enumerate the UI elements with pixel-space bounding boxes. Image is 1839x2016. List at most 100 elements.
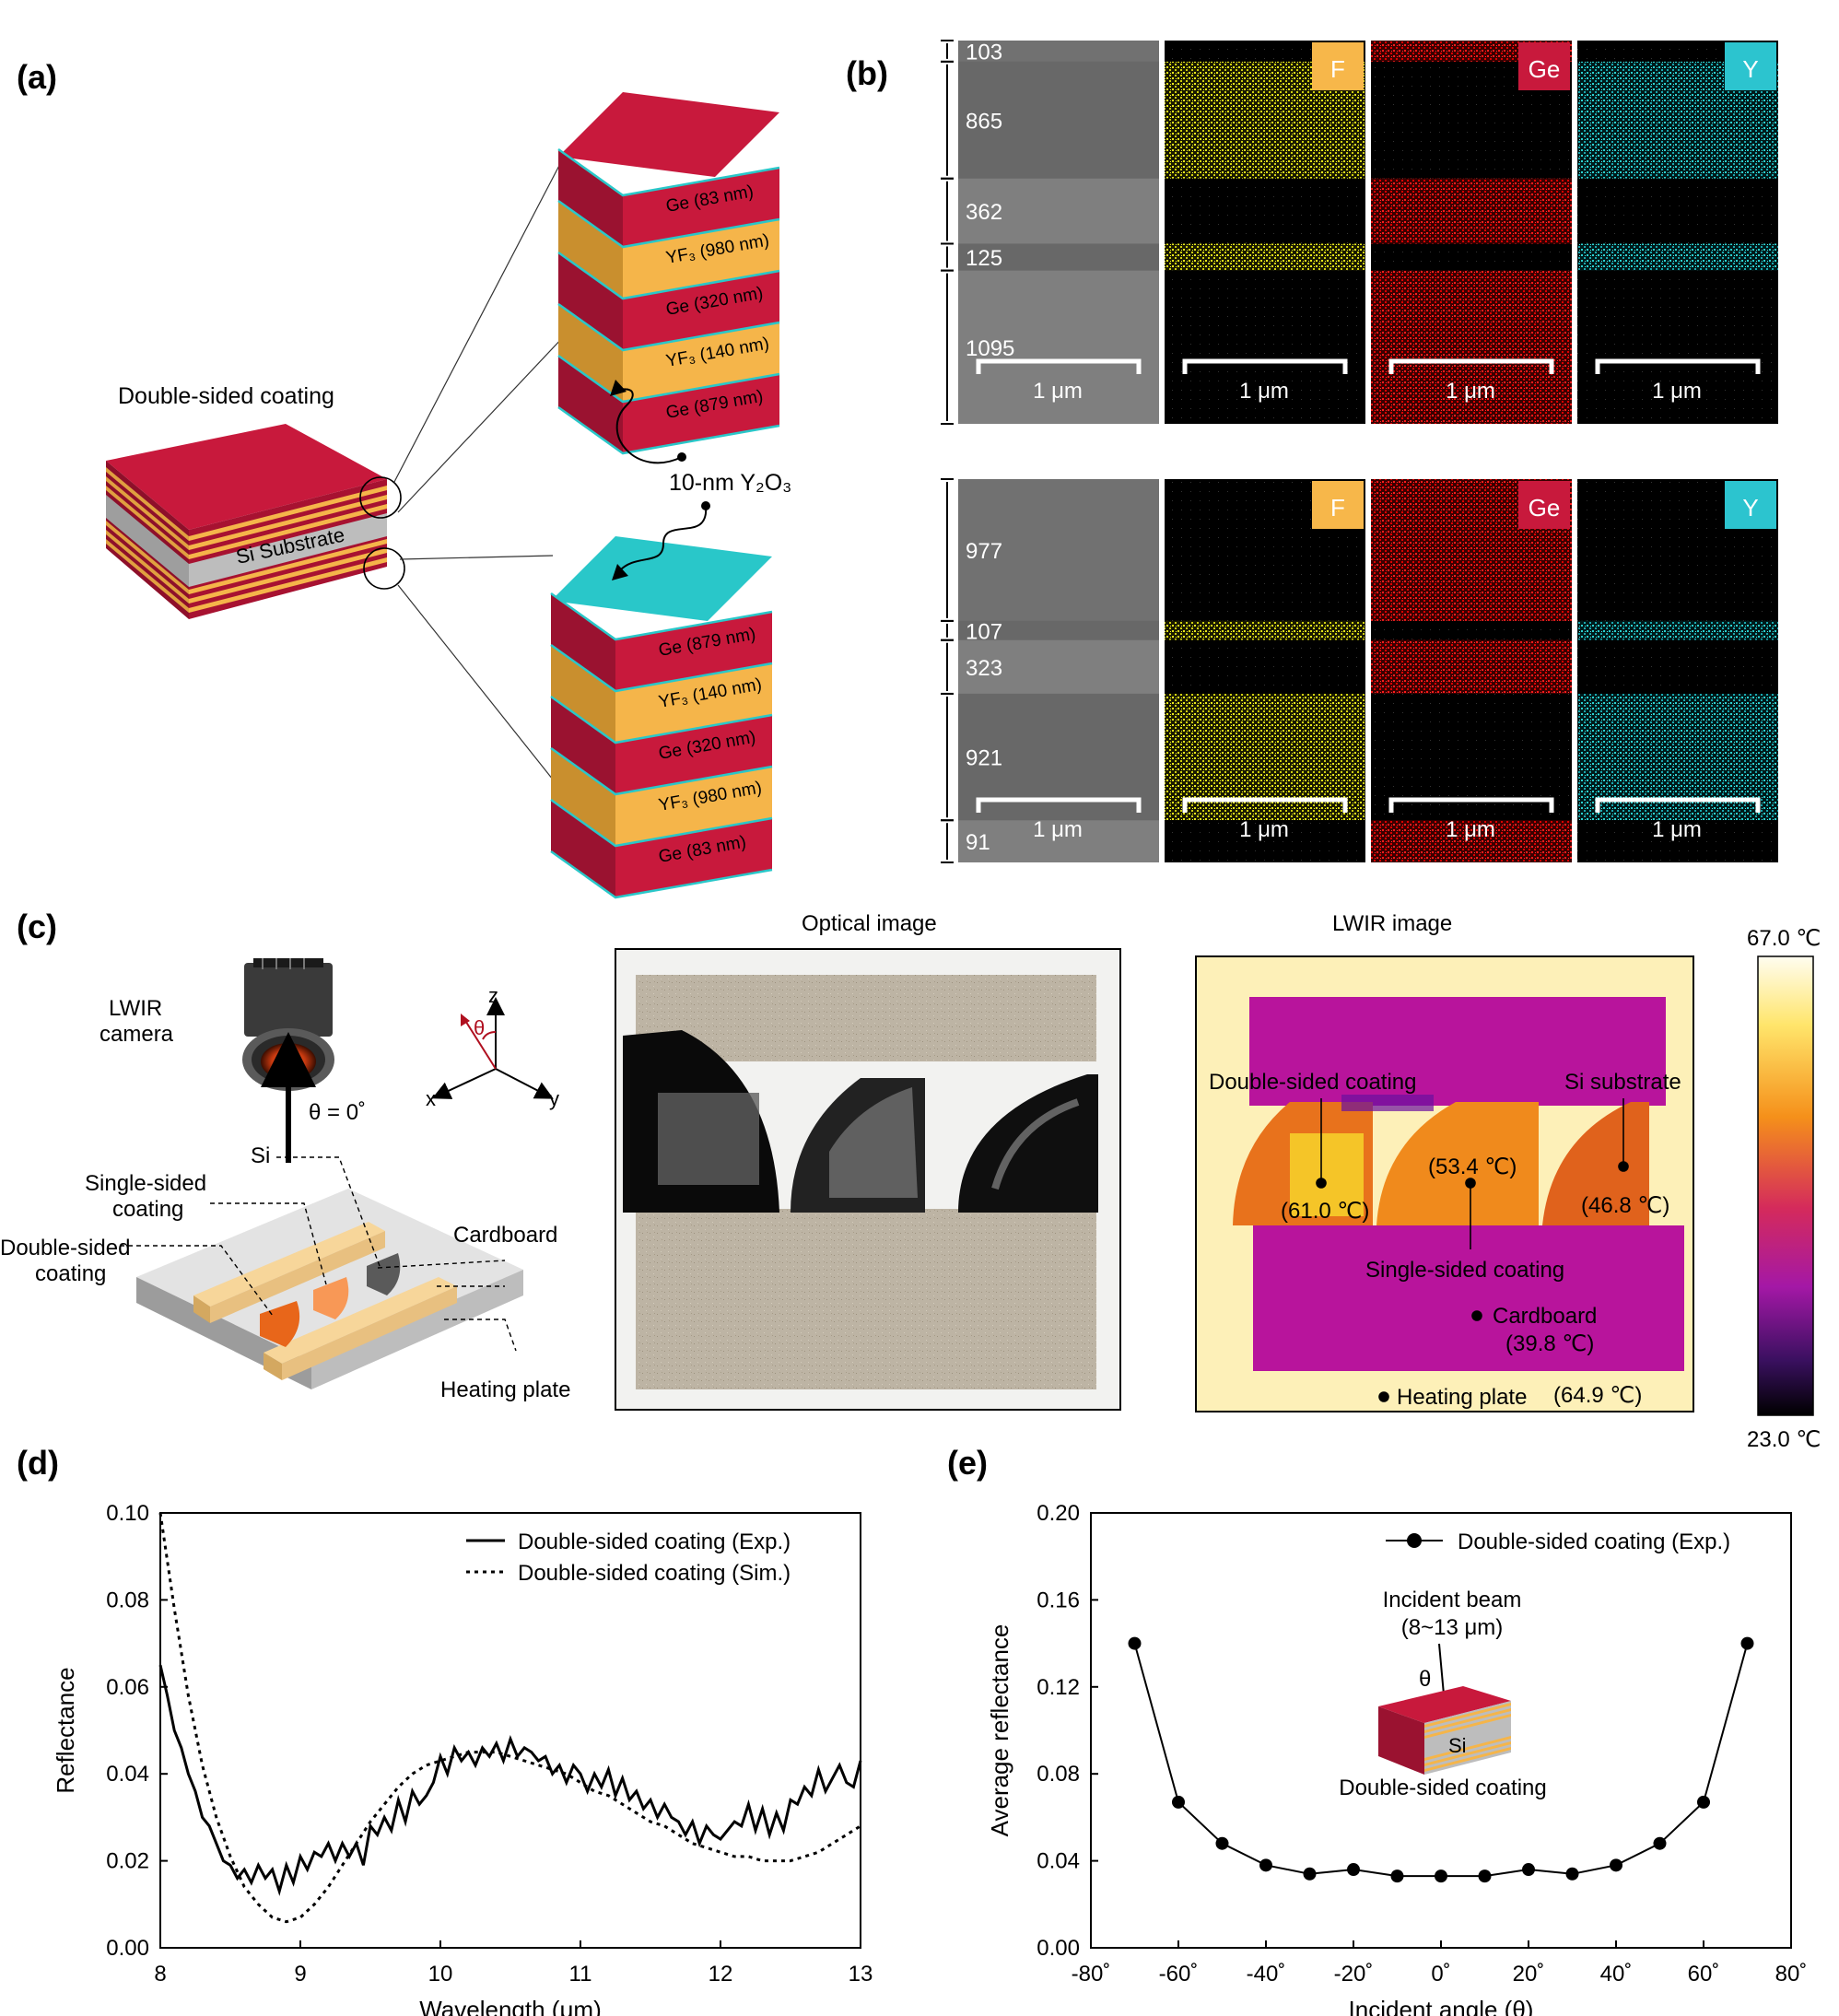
data-point bbox=[1565, 1867, 1579, 1881]
y-tick-label: 0.10 bbox=[106, 1501, 149, 1526]
stack-layer-side bbox=[558, 149, 623, 247]
element-tag-text: Ge bbox=[1529, 494, 1561, 522]
x-tick-label: 40˚ bbox=[1600, 1962, 1633, 1987]
data-point bbox=[1259, 1858, 1272, 1872]
stack-layer bbox=[615, 663, 772, 743]
y-axis-label: Average reflectance bbox=[986, 1624, 1013, 1837]
data-point bbox=[1697, 1795, 1710, 1809]
zoom-circle-top bbox=[359, 476, 402, 519]
theta-zero-label: θ = 0˚ bbox=[309, 1100, 366, 1125]
stack-layer bbox=[615, 612, 772, 691]
scale-bar-label: 1 μm bbox=[1652, 379, 1702, 404]
double-coating-label-1: Double-sided bbox=[0, 1236, 130, 1260]
data-point bbox=[1215, 1836, 1229, 1850]
stack-layer-side bbox=[558, 304, 623, 402]
layer-thickness: 125 bbox=[966, 246, 1002, 271]
layer-thickness: 107 bbox=[966, 619, 1002, 644]
double-coating-label-2: coating bbox=[35, 1261, 106, 1286]
scale-bar-label: 1 μm bbox=[1033, 379, 1083, 404]
panel-a-label: (a) bbox=[17, 58, 57, 96]
lwir-cardboard-label: Cardboard bbox=[1493, 1304, 1597, 1329]
lwir-si-temp: (46.8 ℃) bbox=[1581, 1193, 1669, 1218]
stack-layer-side bbox=[551, 645, 615, 743]
data-point bbox=[1610, 1858, 1622, 1872]
element-tag-Y bbox=[1725, 481, 1776, 529]
element-tag-text: Ge bbox=[1529, 55, 1561, 83]
optical-image: Optical image bbox=[615, 911, 1121, 1411]
lwir-heating-label: Heating plate bbox=[1397, 1385, 1527, 1410]
layer-thickness: 91 bbox=[966, 830, 990, 855]
legend-entry: Double-sided coating (Sim.) bbox=[518, 1561, 791, 1586]
data-point bbox=[1303, 1867, 1317, 1881]
inset-range-label: (8~13 μm) bbox=[1401, 1615, 1504, 1640]
y-tick-label: 0.16 bbox=[1037, 1588, 1080, 1612]
layer-thickness: 865 bbox=[966, 109, 1002, 134]
element-tag-F bbox=[1312, 481, 1364, 529]
scale-bar-label: 1 μm bbox=[1446, 817, 1495, 842]
svg-text:z: z bbox=[488, 984, 498, 1007]
data-point bbox=[1478, 1869, 1492, 1883]
svg-text:y: y bbox=[549, 1087, 559, 1110]
cardboard-label: Cardboard bbox=[453, 1223, 557, 1248]
plot-frame bbox=[159, 1512, 861, 1949]
axes-icon: z x y θ bbox=[426, 984, 559, 1110]
svg-text:θ: θ bbox=[474, 1016, 485, 1039]
x-axis-label: Wavelength (μm) bbox=[419, 1996, 602, 2016]
element-tag-text: Y bbox=[1742, 494, 1758, 522]
x-axis-label: Incident angle (θ) bbox=[1349, 1996, 1534, 2016]
lwir-heating-temp: (64.9 ℃) bbox=[1553, 1383, 1642, 1408]
camera-label-line2: camera bbox=[100, 1022, 174, 1047]
element-tag-text: F bbox=[1330, 55, 1345, 83]
data-point bbox=[1653, 1836, 1667, 1850]
x-tick-label: -60˚ bbox=[1159, 1962, 1199, 1987]
layer-thickness: 921 bbox=[966, 746, 1002, 771]
optical-title: Optical image bbox=[802, 911, 937, 936]
element-tag-F bbox=[1312, 42, 1364, 90]
y-tick-label: 0.12 bbox=[1037, 1675, 1080, 1700]
inset-sample-icon bbox=[1378, 1686, 1511, 1775]
x-tick-label: 80˚ bbox=[1775, 1962, 1808, 1987]
camera-label-line1: LWIR bbox=[109, 996, 162, 1021]
scale-bar bbox=[976, 358, 1142, 374]
si-sample-label: Si bbox=[251, 1143, 270, 1168]
heating-plate bbox=[136, 1189, 523, 1389]
scale-bar bbox=[1182, 358, 1348, 374]
scale-bar bbox=[1595, 797, 1761, 813]
inset-si-label: Si bbox=[1448, 1734, 1467, 1757]
scale-bar bbox=[976, 797, 1142, 813]
heating-plate-label: Heating plate bbox=[440, 1377, 570, 1402]
data-point bbox=[1435, 1869, 1447, 1883]
y-tick-label: 0.20 bbox=[1037, 1501, 1080, 1526]
data-point bbox=[1522, 1863, 1535, 1877]
lwir-double-temp: (61.0 ℃) bbox=[1281, 1199, 1369, 1224]
data-point bbox=[1740, 1636, 1754, 1650]
stack-layer-side bbox=[551, 697, 615, 794]
bottom-layer-stack: Ge (879 nm)YF₃ (140 nm)Ge (320 nm)YF₃ (9… bbox=[550, 536, 773, 899]
inset-beam-label: Incident beam bbox=[1383, 1588, 1522, 1612]
stack-layer-side bbox=[551, 593, 615, 691]
x-tick-label: -80˚ bbox=[1072, 1962, 1111, 1987]
element-tag-text: Y bbox=[1742, 55, 1758, 83]
x-tick-label: 11 bbox=[569, 1962, 592, 1987]
layer-thickness: 977 bbox=[966, 539, 1002, 564]
stack-layer bbox=[623, 322, 779, 402]
y-tick-label: 0.00 bbox=[106, 1936, 149, 1961]
panel-c-label: (c) bbox=[17, 908, 57, 945]
x-tick-label: 9 bbox=[294, 1962, 306, 1987]
layer-thickness: 323 bbox=[966, 656, 1002, 681]
element-tag-Ge bbox=[1518, 481, 1570, 529]
y-tick-label: 0.06 bbox=[106, 1675, 149, 1700]
data-point bbox=[1347, 1863, 1360, 1877]
single-coating-label-2: coating bbox=[112, 1197, 183, 1222]
x-tick-label: 8 bbox=[154, 1962, 166, 1987]
coating-label: Double-sided coating bbox=[118, 383, 334, 409]
interlayer-label: 10-nm Y₂O₃ bbox=[669, 470, 791, 496]
stack-layer bbox=[615, 715, 772, 794]
panel-a: Double-sided coating bbox=[106, 92, 791, 899]
stack-layer-side bbox=[551, 748, 615, 846]
x-tick-label: 10 bbox=[428, 1962, 453, 1987]
x-tick-label: -40˚ bbox=[1247, 1962, 1286, 1987]
x-tick-label: 13 bbox=[849, 1962, 873, 1987]
data-point bbox=[1390, 1869, 1404, 1883]
